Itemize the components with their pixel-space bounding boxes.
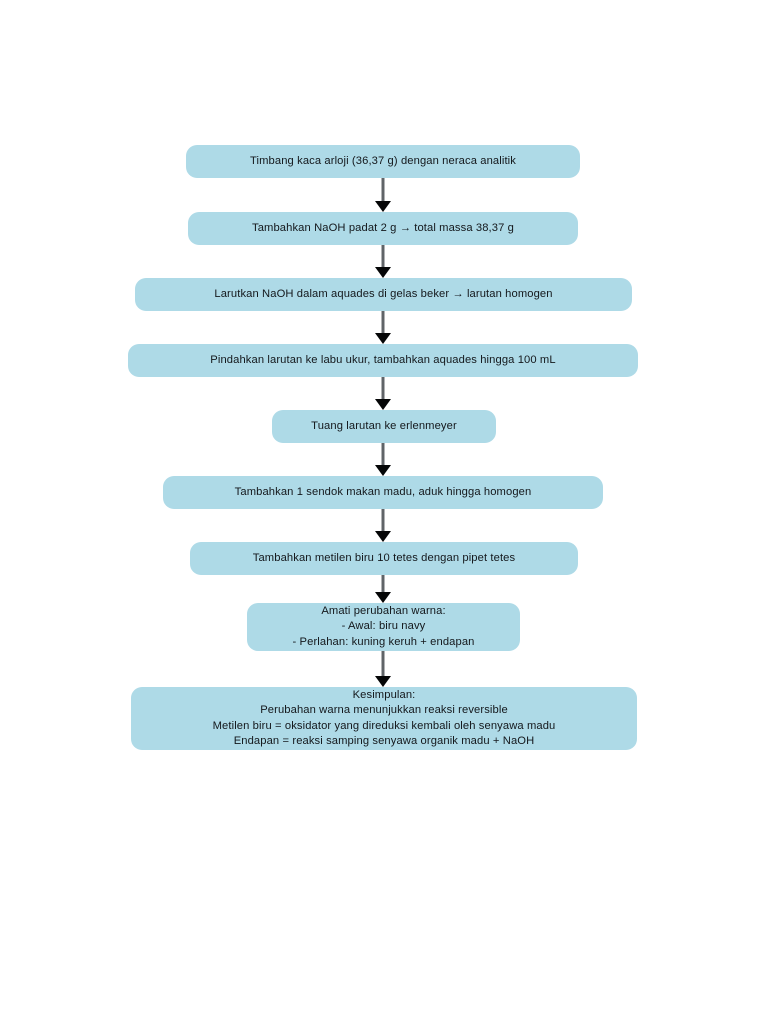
flow-node-step-5: Tuang larutan ke erlenmeyer	[272, 410, 496, 443]
arrow-head-icon	[375, 592, 391, 603]
flow-node-step-4: Pindahkan larutan ke labu ukur, tambahka…	[128, 344, 638, 377]
flow-arrow-5	[371, 443, 395, 476]
flow-arrow-1	[371, 178, 395, 212]
arrow-stem	[381, 311, 385, 334]
arrow-stem	[381, 178, 385, 202]
arrow-stem	[381, 509, 385, 532]
arrow-head-icon	[375, 531, 391, 542]
flow-node-step-8: Amati perubahan warna: - Awal: biru navy…	[247, 603, 520, 651]
arrow-stem	[381, 651, 385, 677]
flow-arrow-2	[371, 245, 395, 278]
flow-node-step-1: Timbang kaca arloji (36,37 g) dengan ner…	[186, 145, 580, 178]
arrow-head-icon	[375, 267, 391, 278]
arrow-head-icon	[375, 465, 391, 476]
flow-arrow-6	[371, 509, 395, 542]
arrow-head-icon	[375, 676, 391, 687]
flow-arrow-3	[371, 311, 395, 344]
flow-arrow-4	[371, 377, 395, 410]
flow-arrow-7	[371, 575, 395, 603]
arrow-stem	[381, 377, 385, 400]
flow-node-step-6: Tambahkan 1 sendok makan madu, aduk hing…	[163, 476, 603, 509]
flow-arrow-8	[371, 651, 395, 687]
arrow-head-icon	[375, 201, 391, 212]
arrow-head-icon	[375, 399, 391, 410]
flow-node-step-3: Larutkan NaOH dalam aquades di gelas bek…	[135, 278, 632, 311]
arrow-stem	[381, 245, 385, 268]
flow-node-step-2: Tambahkan NaOH padat 2 g → total massa 3…	[188, 212, 578, 245]
arrow-head-icon	[375, 333, 391, 344]
arrow-stem	[381, 443, 385, 466]
flow-node-step-7: Tambahkan metilen biru 10 tetes dengan p…	[190, 542, 578, 575]
flow-node-step-9: Kesimpulan: Perubahan warna menunjukkan …	[131, 687, 637, 750]
arrow-stem	[381, 575, 385, 593]
